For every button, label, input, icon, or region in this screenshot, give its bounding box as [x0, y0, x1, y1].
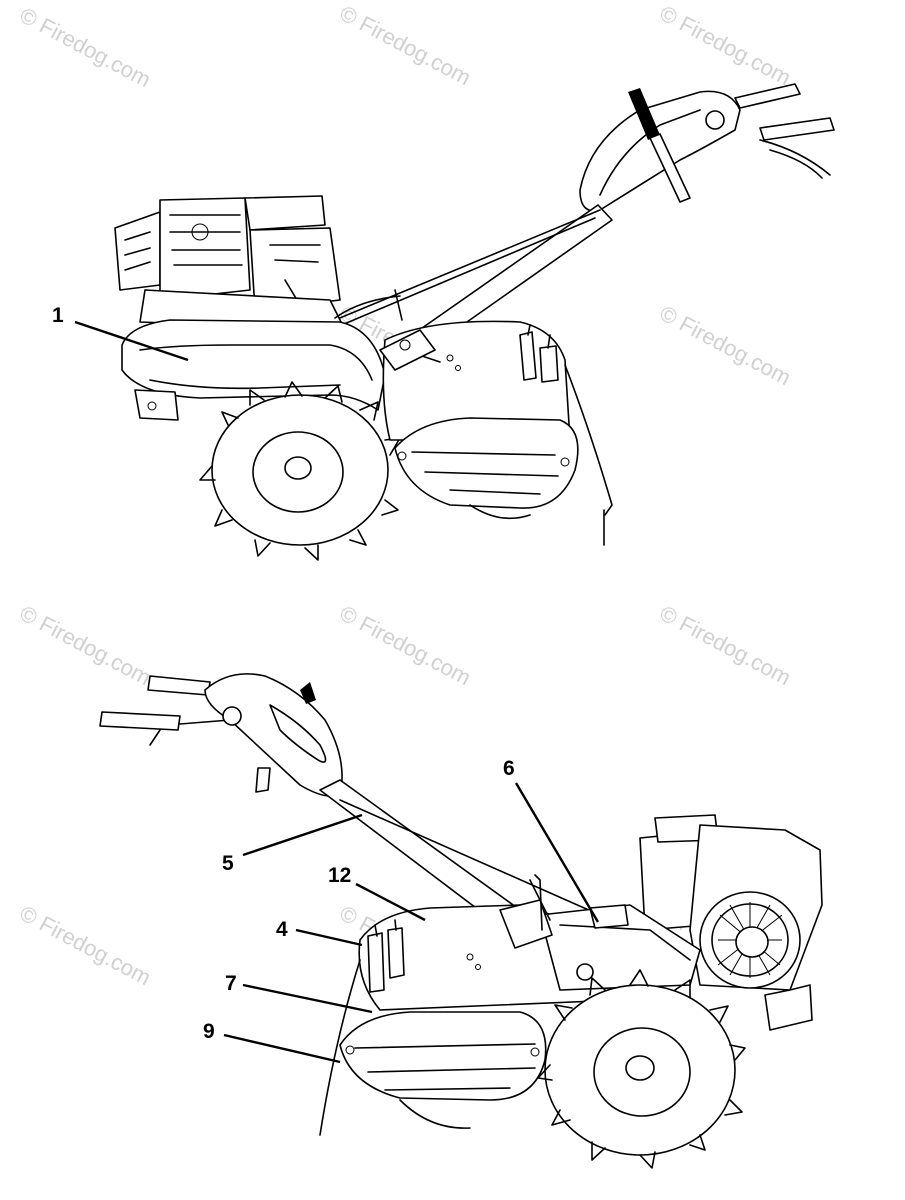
leader-line-12 [355, 882, 426, 922]
leader-line-9 [223, 1033, 341, 1064]
handle-grip-lower [99, 711, 181, 731]
leader-line-5 [242, 813, 363, 857]
shift-lever-knob [300, 682, 316, 704]
wheel [199, 381, 401, 561]
depth-bar-bracket [367, 932, 385, 993]
engine-cylinder [159, 197, 251, 301]
leader-lines [74, 320, 600, 1064]
leader-line-1 [74, 320, 189, 362]
callout-1: 1 [52, 304, 64, 327]
watermark: © Firedog.com [16, 900, 155, 990]
watermark: © Firedog.com [16, 600, 155, 690]
watermark: © Firedog.com [336, 600, 475, 690]
handle-pivot [222, 706, 242, 726]
wheel [537, 969, 746, 1169]
rear-deflector [564, 364, 613, 516]
callout-4: 4 [276, 918, 288, 941]
callout-6: 6 [503, 757, 515, 780]
bracket [134, 389, 179, 421]
engine-bracket [764, 984, 813, 1031]
handle-pivot [705, 110, 725, 130]
watermark: © Firedog.com [16, 2, 155, 92]
callout-12: 12 [328, 864, 351, 887]
watermark: © Firedog.com [336, 0, 475, 90]
shift-lever-knob [628, 88, 660, 140]
watermark: © Firedog.com [656, 600, 795, 690]
handle-grip-upper [147, 675, 211, 696]
handle-mount [379, 329, 436, 371]
leader-line-6 [514, 782, 600, 923]
rear-deflector [319, 959, 361, 1136]
callout-5: 5 [222, 852, 234, 875]
tine-shield [394, 417, 579, 509]
watermark: © Firedog.com [656, 0, 795, 90]
engine-housing [249, 227, 341, 311]
handle-loop [759, 139, 831, 176]
fuel-tank [244, 195, 326, 231]
control-console [204, 673, 343, 798]
handle-grip-upper [734, 83, 801, 109]
handle-mount [499, 899, 553, 949]
watermark: © Firedog.com [656, 300, 795, 390]
callout-7: 7 [225, 972, 237, 995]
tiller-left-view [99, 673, 823, 1169]
tine-shield [339, 1011, 547, 1101]
handle-grip-lower [759, 117, 835, 141]
leader-line-4 [295, 928, 363, 947]
callout-9: 9 [203, 1020, 215, 1043]
leader-line-7 [242, 983, 373, 1014]
callout-labels: 1 5 12 4 7 9 6 [52, 304, 515, 1043]
tiller-right-view [114, 83, 835, 561]
shift-lever [649, 133, 691, 203]
